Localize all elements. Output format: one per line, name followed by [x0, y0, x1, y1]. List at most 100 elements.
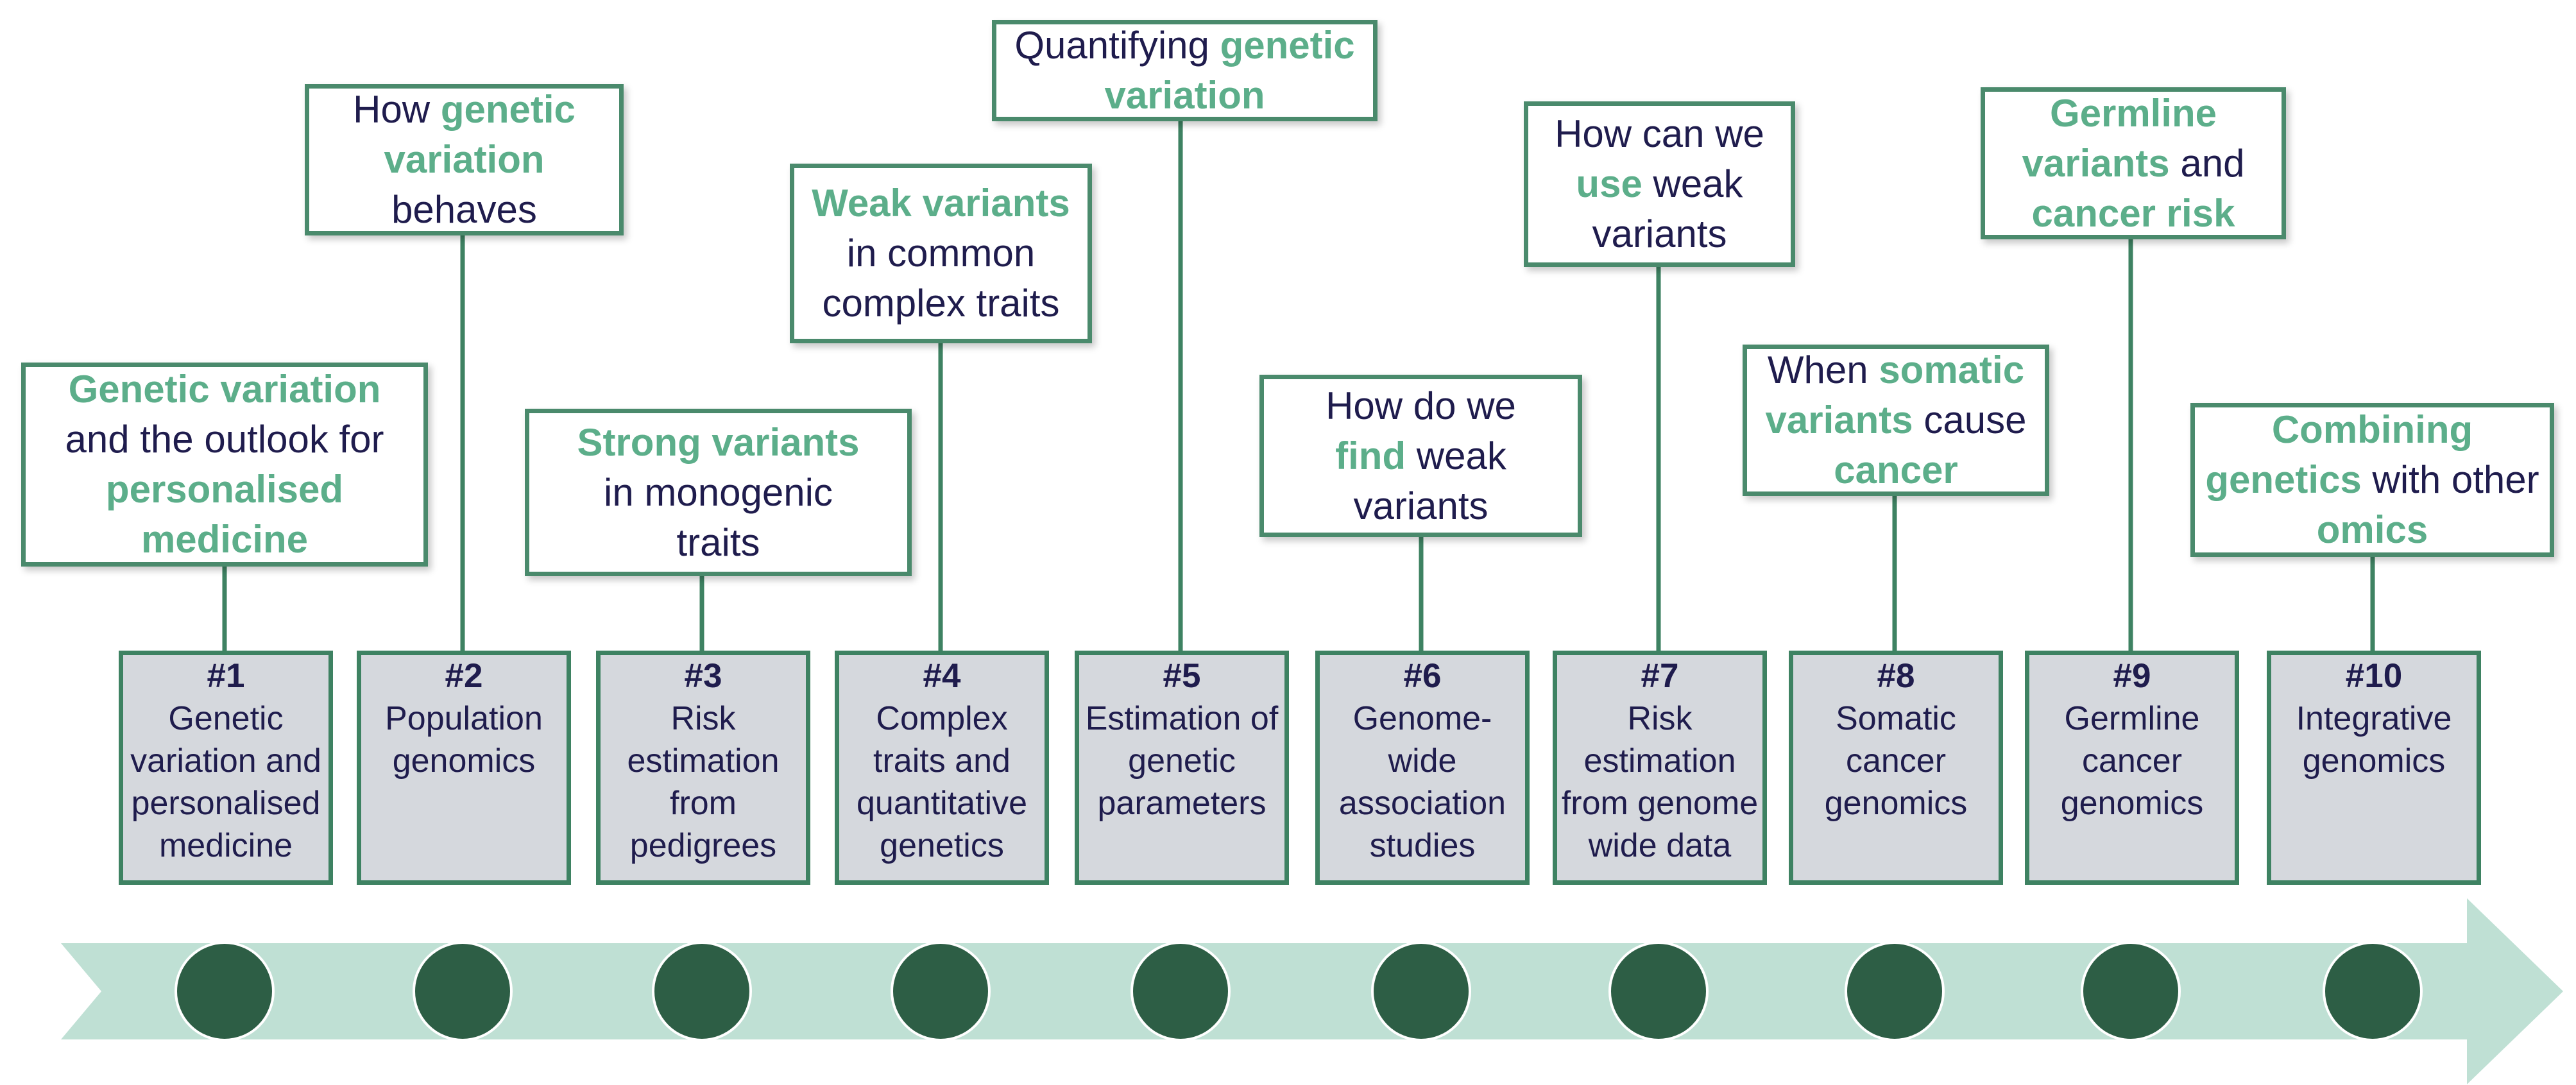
lecture-title: Population genomics	[385, 700, 543, 780]
timeline-node-9	[2081, 941, 2181, 1041]
callout-highlight-text: genetic	[440, 88, 576, 131]
callout-line: Quantifying genetic	[1014, 21, 1354, 71]
callout-line: How do we	[1326, 381, 1516, 431]
timeline-node-8	[1845, 941, 1945, 1041]
callout-highlight-text: variation	[1104, 74, 1265, 117]
callout-plain-text: behaves	[391, 188, 537, 231]
callout-line: cancer	[1766, 445, 2027, 495]
lecture-title: Estimation of genetic parameters	[1085, 700, 1279, 822]
lecture-title: Somatic cancer genomics	[1824, 700, 1968, 822]
callout-plain-text: and	[2169, 141, 2245, 185]
callout-line: How can we	[1555, 109, 1764, 159]
lecture-title: Integrative genomics	[2296, 700, 2452, 780]
callout-line: personalised	[65, 465, 384, 515]
callout-plain-text: weak	[1406, 434, 1506, 477]
callout-highlight-text: Weak variants	[812, 182, 1070, 225]
callout-line: Combining	[2205, 405, 2539, 455]
timeline-node-7	[1608, 941, 1709, 1041]
callout-line: Genetic variation	[65, 364, 384, 414]
lecture-number: #8	[1877, 657, 1915, 695]
callout-highlight-text: use	[1576, 162, 1642, 205]
callout-highlight-text: personalised	[105, 468, 344, 511]
lecture-number: #1	[207, 657, 245, 695]
callout-line: variants	[1555, 209, 1764, 259]
callout-highlight-text: medicine	[141, 518, 309, 561]
callout-line: find weak	[1326, 431, 1516, 481]
callout-line: and the outlook for	[65, 414, 384, 465]
callout-highlight-text: cancer risk	[2031, 191, 2235, 235]
lecture-title: Risk estimation from pedigrees	[627, 700, 780, 864]
callout-line: variation	[1014, 71, 1354, 121]
timeline-node-5	[1130, 941, 1231, 1041]
callout-highlight-text: Strong variants	[577, 420, 860, 464]
callout-line: variants and	[2022, 139, 2245, 189]
lecture-title: Risk estimation from genome wide data	[1561, 700, 1759, 864]
callout-highlight-text: cancer	[1834, 449, 1958, 491]
timeline-node-10	[2323, 941, 2423, 1041]
callout-line: traits	[577, 518, 859, 568]
callout-line: medicine	[65, 515, 384, 565]
callout-plain-text: cause	[1913, 398, 2027, 441]
callout-line: in common	[812, 228, 1070, 278]
callout-highlight-text: variants	[1765, 398, 1913, 441]
callout-highlight-text: Genetic variation	[68, 368, 381, 411]
callout-plain-text: variants	[1353, 484, 1488, 527]
callout-highlight-text: genetics	[2205, 458, 2362, 501]
callout-highlight-text: Germline	[2049, 91, 2217, 135]
lecture-number: #9	[2113, 657, 2151, 695]
callout-line: cancer risk	[2022, 189, 2245, 239]
callout-line: complex traits	[812, 278, 1070, 329]
callout-plain-text: with other	[2361, 458, 2539, 501]
callout-line: How genetic	[353, 85, 576, 135]
lecture-number: #10	[2345, 657, 2403, 695]
callout-plain-text: complex traits	[822, 282, 1060, 325]
timeline-node-3	[652, 941, 752, 1041]
callout-line: Germline	[2022, 89, 2245, 139]
callout-plain-text: How can we	[1555, 112, 1764, 155]
lecture-title: Genetic variation and personalised medic…	[130, 700, 321, 864]
callout-line: omics	[2205, 505, 2539, 555]
lecture-number: #6	[1403, 657, 1442, 695]
topic-callout-3: Strong variants in monogenic traits	[525, 409, 912, 576]
callout-line: in monogenic	[577, 468, 859, 518]
lecture-title: Complex traits and quantitative genetics	[857, 700, 1027, 864]
callout-text: Strong variants in monogenic traits	[577, 418, 859, 568]
lecture-number: #2	[445, 657, 483, 695]
callout-highlight-text: find	[1335, 434, 1406, 477]
timeline-node-2	[413, 941, 513, 1041]
callout-line: use weak	[1555, 159, 1764, 209]
lecture-number: #4	[923, 657, 961, 695]
callout-highlight-text: variation	[384, 138, 545, 181]
callout-plain-text: How do we	[1326, 384, 1516, 427]
callout-highlight-text: omics	[2316, 508, 2428, 551]
callout-plain-text: in monogenic	[604, 470, 833, 514]
callout-highlight-text: variants	[2022, 141, 2170, 185]
callout-plain-text: traits	[676, 520, 760, 564]
lecture-title: Genome- wide association studies	[1338, 700, 1506, 864]
lecture-title: Germline cancer genomics	[2060, 700, 2204, 822]
callout-line: Strong variants	[577, 418, 859, 468]
timeline-node-6	[1371, 941, 1471, 1041]
callout-plain-text: variants	[1592, 212, 1727, 255]
callout-plain-text: weak	[1642, 162, 1743, 205]
callout-highlight-text: genetic	[1220, 24, 1355, 67]
lecture-number: #7	[1641, 657, 1679, 695]
